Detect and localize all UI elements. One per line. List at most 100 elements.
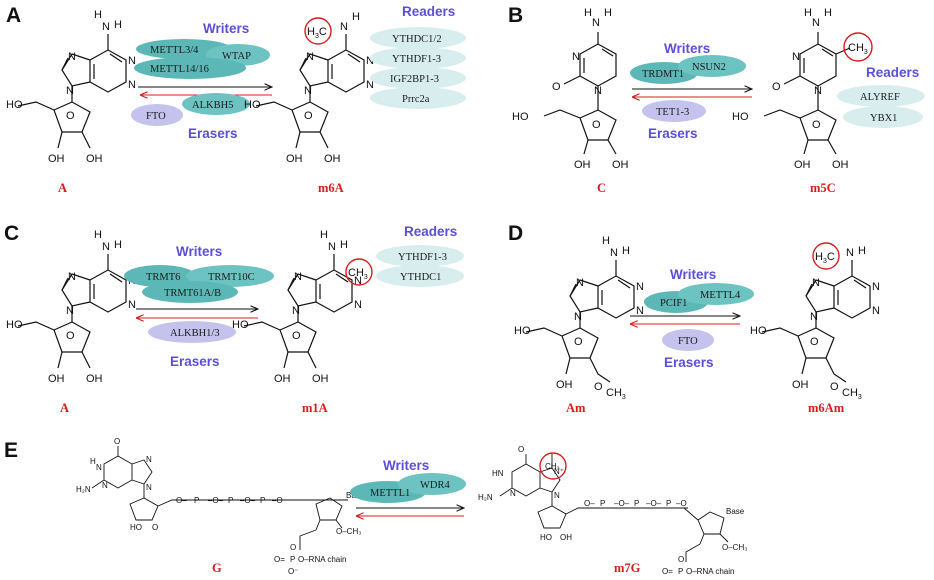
svg-text:P: P: [678, 567, 683, 576]
writers-header-d: Writers: [670, 267, 716, 282]
svg-text:O: O: [290, 543, 296, 552]
writers-header-c: Writers: [176, 244, 222, 259]
rna-chain-label-g: O–RNA chain: [298, 555, 346, 564]
writer-label-pcif1: PCIF1: [660, 298, 687, 309]
svg-text:HO: HO: [512, 111, 529, 123]
svg-text:HO: HO: [750, 325, 767, 337]
methyl-highlight-ring-a: [304, 17, 332, 45]
svg-text:O: O: [772, 81, 781, 93]
svg-text:HO: HO: [514, 325, 531, 337]
svg-text:N: N: [66, 305, 74, 317]
caption-d-product: m6Am: [808, 401, 845, 415]
svg-text:CH3: CH3: [842, 387, 862, 401]
svg-text:HO: HO: [6, 319, 23, 331]
svg-text:O: O: [812, 119, 821, 131]
reader-oval-ybx1: [843, 106, 923, 128]
svg-text:H: H: [352, 11, 360, 23]
svg-text:N: N: [96, 463, 102, 472]
svg-text:H: H: [824, 7, 832, 19]
eraser-label-alkbh1-3: ALKBH1/3: [170, 328, 220, 339]
svg-text:N: N: [574, 311, 582, 323]
erasers-header-c: Erasers: [170, 354, 220, 369]
methyl-highlight-ring-c: [345, 258, 373, 286]
erasers-header-b: Erasers: [648, 126, 698, 141]
svg-text:OH: OH: [86, 153, 103, 165]
svg-text:HO: HO: [244, 99, 261, 111]
svg-text:OH: OH: [574, 159, 591, 171]
svg-text:CH3: CH3: [348, 267, 368, 281]
caption-b-substrate: C: [597, 181, 606, 195]
svg-text:N: N: [792, 51, 800, 63]
svg-text:–O: –O: [272, 496, 283, 505]
svg-text:N: N: [636, 281, 644, 293]
svg-text:N: N: [872, 305, 880, 317]
svg-text:P: P: [600, 499, 605, 508]
svg-text:N: N: [636, 305, 644, 317]
writer-label-wtap: WTAP: [222, 51, 251, 62]
svg-text:O: O: [810, 336, 819, 348]
svg-text:N: N: [814, 85, 822, 97]
writer-label-trmt61a-b: TRMT61A/B: [164, 288, 221, 299]
svg-text:N: N: [846, 247, 854, 259]
panel-label-a: A: [6, 4, 21, 27]
eraser-label-fto-d: FTO: [678, 336, 698, 347]
svg-text:N: N: [610, 247, 618, 259]
writer-label-mettl4: METTL4: [700, 290, 741, 301]
svg-text:N: N: [146, 483, 152, 492]
writer-label-trmt10c: TRMT10C: [208, 272, 255, 283]
svg-text:O: O: [552, 81, 561, 93]
svg-text:HO: HO: [540, 533, 552, 542]
svg-text:N: N: [68, 51, 76, 63]
svg-text:O: O: [292, 330, 301, 342]
svg-text:O: O: [592, 119, 601, 131]
svg-text:N: N: [292, 305, 300, 317]
svg-text:OH: OH: [274, 373, 291, 385]
svg-text:N: N: [340, 21, 348, 33]
svg-text:O=: O=: [274, 555, 285, 564]
svg-text:H: H: [94, 9, 102, 21]
svg-text:OH: OH: [286, 153, 303, 165]
reader-label-ybx1: YBX1: [870, 113, 897, 124]
reader-label-ythdf1-3-c: YTHDF1-3: [398, 252, 447, 263]
caption-c-substrate: A: [60, 401, 69, 415]
eraser-label-alkbh5: ALKBH5: [192, 100, 233, 111]
svg-text:N: N: [872, 281, 880, 293]
writer-label-mettl1: METTL1: [370, 488, 410, 499]
svg-text:H: H: [584, 7, 592, 19]
writers-header-e: Writers: [383, 458, 429, 473]
reader-label-alyref: ALYREF: [860, 92, 900, 103]
svg-text:O: O: [152, 523, 158, 532]
reader-label-ythdf1-3: YTHDF1-3: [392, 54, 441, 65]
writer-oval-trmt61a-b: [142, 281, 238, 303]
svg-text:P: P: [228, 496, 233, 505]
methyl-highlight-ring-e: [539, 452, 567, 480]
svg-text:HO: HO: [732, 111, 749, 123]
reader-label-ythdc1: YTHDC1: [400, 272, 441, 283]
reader-label-prrc2a: Prrc2a: [402, 94, 430, 105]
writer-oval-mettl14-16: [134, 57, 246, 79]
svg-text:H: H: [340, 239, 348, 251]
svg-text:H: H: [114, 19, 122, 31]
svg-text:N: N: [366, 79, 374, 91]
reader-oval-ythdf1-3: [370, 47, 466, 69]
svg-text:N: N: [146, 455, 152, 464]
svg-text:N: N: [592, 17, 600, 29]
writer-label-nsun2: NSUN2: [692, 62, 726, 73]
writer-oval-wdr4: [398, 473, 466, 495]
svg-text:OH: OH: [560, 533, 572, 542]
svg-text:CH₃: CH₃: [545, 462, 560, 471]
svg-text:O: O: [594, 381, 603, 393]
